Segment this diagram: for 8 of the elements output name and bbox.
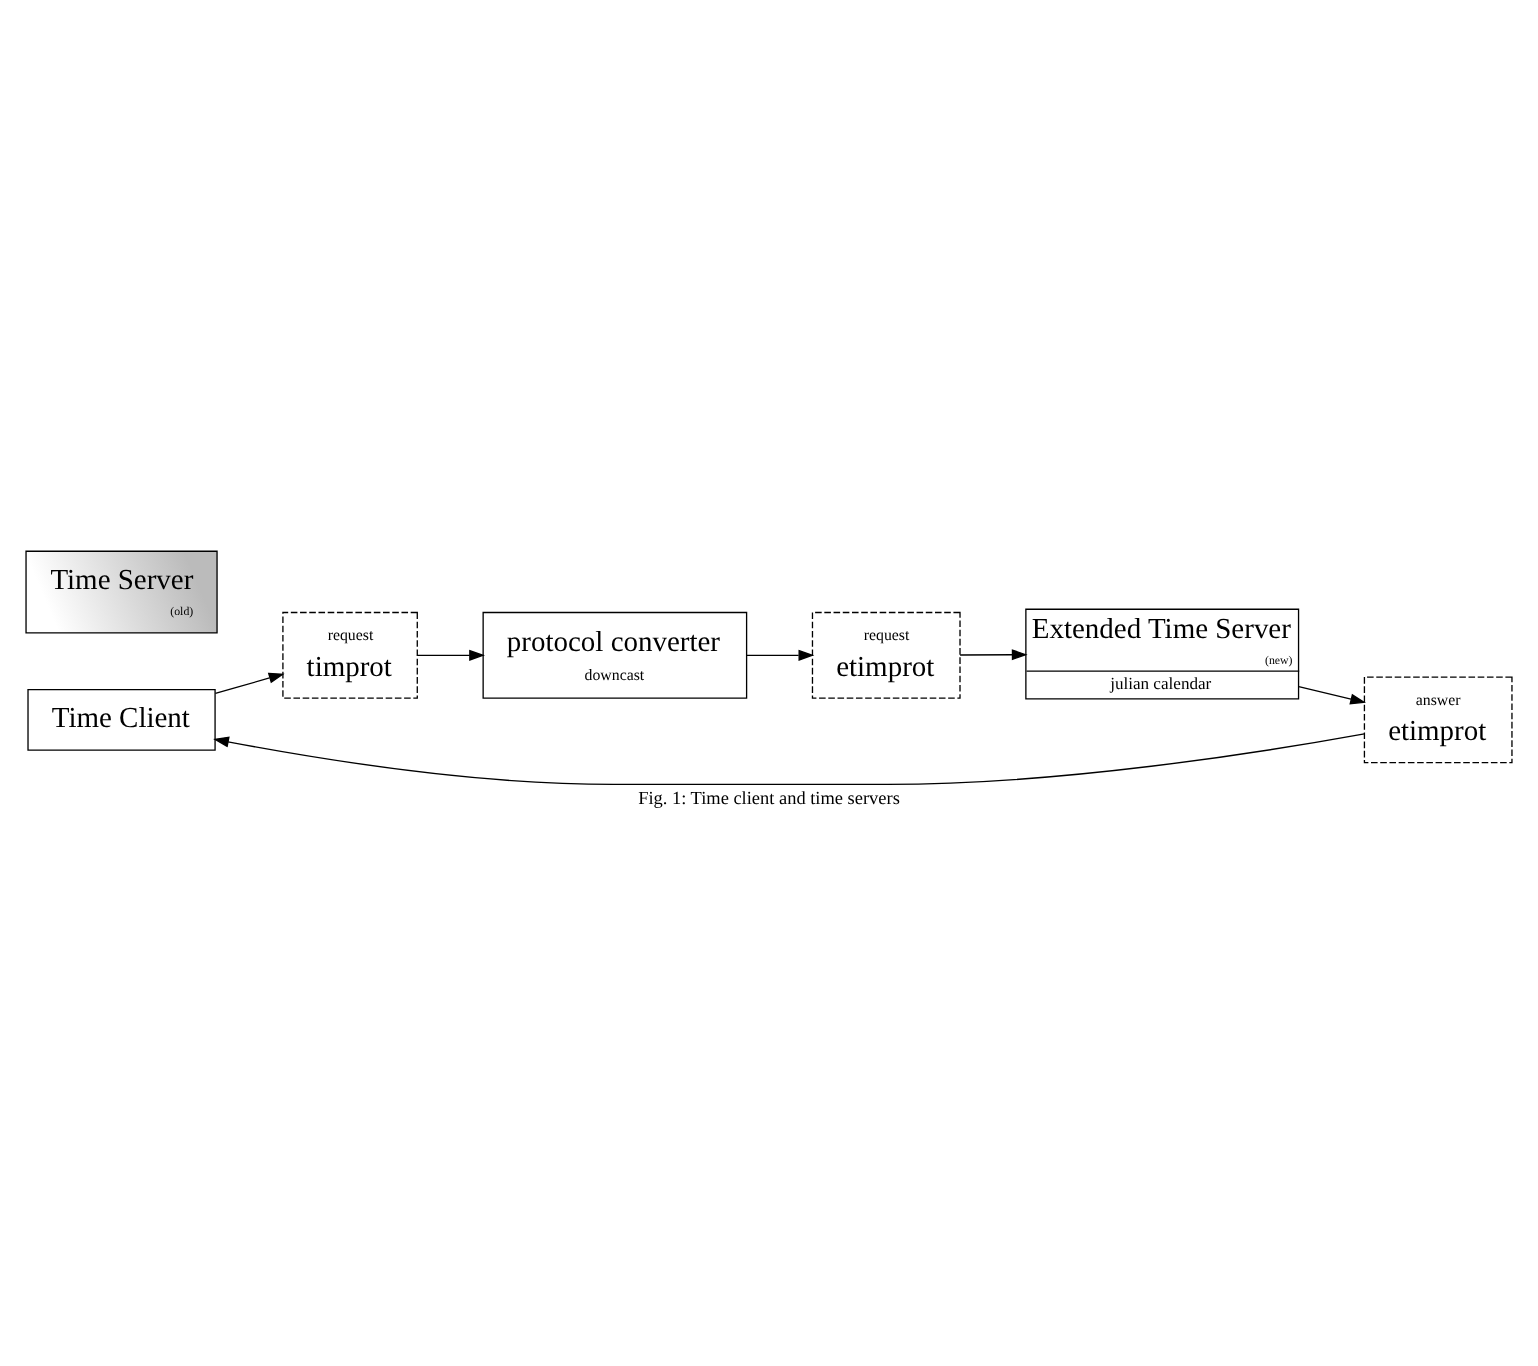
- arrow: [213, 733, 1365, 786]
- arrow: [416, 649, 485, 661]
- arrow: [214, 672, 285, 695]
- node-box: Time Client: [27, 688, 216, 751]
- arrow: [959, 649, 1028, 661]
- caption: Fig. 1: Time client and time servers: [638, 788, 900, 809]
- arrow: [745, 649, 815, 661]
- arrow: [1297, 685, 1367, 705]
